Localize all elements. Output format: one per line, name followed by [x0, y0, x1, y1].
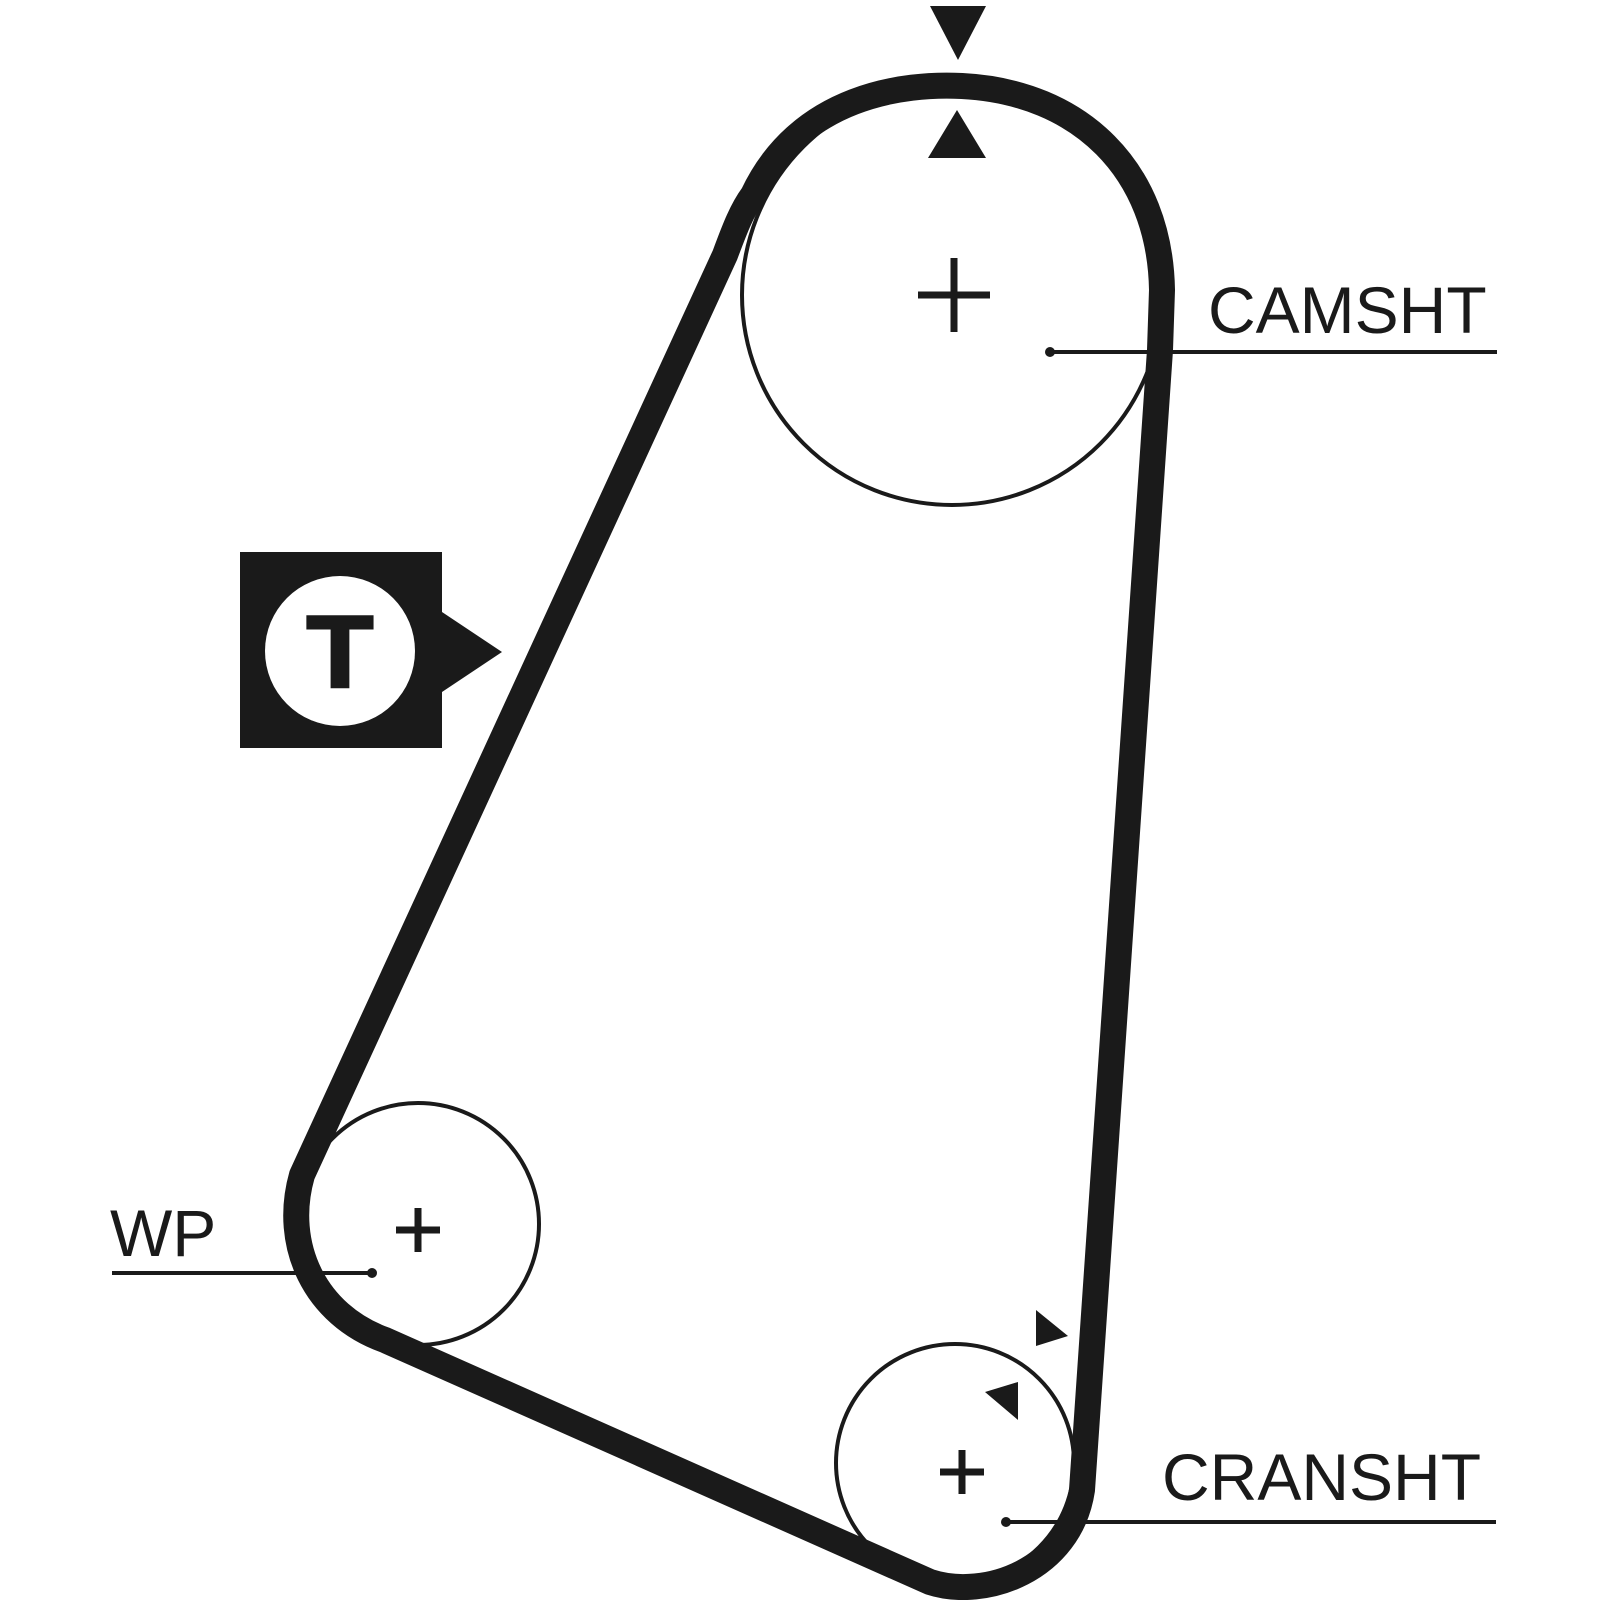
tensioner-circle: [265, 576, 415, 726]
camshaft-timing-arrow-up-icon: [928, 110, 986, 158]
camshaft-timing-arrow-down-icon: [930, 6, 986, 60]
crankshaft-timing-arrow-inner-icon: [985, 1382, 1018, 1420]
water-pump-center-plus-icon: [396, 1208, 440, 1252]
crankshaft-label: CRANSHT: [1162, 1440, 1481, 1514]
water-pump-label: WP: [110, 1196, 216, 1270]
tensioner-label: T: [306, 595, 374, 712]
camshaft-center-plus-icon: [918, 258, 990, 332]
crankshaft-leader-line: [1001, 1517, 1496, 1527]
timing-belt: [283, 72, 1175, 1600]
crankshaft-center-plus-icon: [940, 1450, 984, 1494]
crankshaft-timing-arrow-outer-icon: [1036, 1310, 1068, 1346]
camshaft-label: CAMSHT: [1208, 273, 1487, 347]
water-pump-leader-line: [112, 1268, 377, 1278]
camshaft-leader-line: [1045, 347, 1497, 357]
tensioner-indicator: T: [240, 552, 502, 748]
